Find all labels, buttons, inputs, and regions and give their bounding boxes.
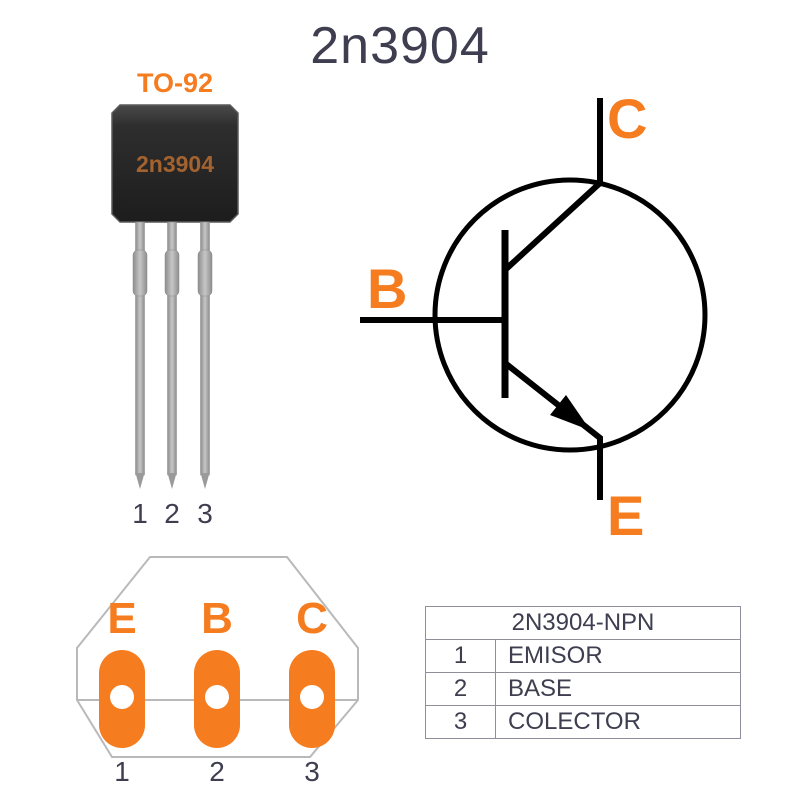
pad-letter-b: B (201, 594, 233, 643)
npn-symbol: C B E (360, 87, 708, 547)
part-marking: 2n3904 (136, 151, 214, 177)
table-header-row: 2N3904-NPN (425, 606, 741, 640)
pad-1 (99, 650, 145, 748)
bottom-pin-number-2: 2 (209, 756, 225, 787)
package-body (111, 104, 239, 223)
collector-label: C (607, 87, 647, 150)
pad-3 (289, 650, 335, 748)
pad-letter-e: E (107, 594, 136, 643)
emitter-label: E (607, 484, 644, 547)
table-row: 1 EMISOR (425, 639, 741, 673)
to92-bottom-view: E B C 1 2 3 (76, 556, 359, 787)
pin-name-cell: EMISOR (495, 639, 741, 673)
table-header: 2N3904-NPN (425, 606, 741, 640)
pin-number-cell: 3 (425, 705, 496, 739)
lead-1 (132, 221, 148, 489)
symbol-circle (432, 177, 708, 453)
front-pin-number-3: 3 (197, 498, 213, 529)
lead-2 (164, 221, 180, 489)
emitter-lead-line (503, 360, 603, 500)
pin-function-table: 2N3904-NPN 1 EMISOR 2 BASE 3 COLECTOR (425, 606, 741, 739)
pad-2 (194, 650, 240, 748)
lead-3 (197, 221, 213, 489)
table-row: 2 BASE (425, 672, 741, 706)
pin-number-cell: 2 (425, 672, 496, 706)
pin-number-cell: 1 (425, 639, 496, 673)
emitter-arrow-icon (550, 395, 591, 431)
to92-front-view: TO-92 2n3904 1 2 3 (111, 68, 239, 529)
base-label: B (367, 257, 407, 320)
table-row: 3 COLECTOR (425, 705, 741, 739)
front-pin-number-2: 2 (164, 498, 180, 529)
bottom-pin-number-1: 1 (114, 756, 130, 787)
bottom-pin-number-3: 3 (304, 756, 320, 787)
page-title: 2n3904 (310, 17, 490, 75)
front-pin-number-1: 1 (132, 498, 148, 529)
pin-name-cell: BASE (495, 672, 741, 706)
pad-letter-c: C (296, 594, 328, 643)
collector-lead-line (502, 98, 603, 273)
pin-name-cell: COLECTOR (495, 705, 741, 739)
package-type-label: TO-92 (137, 68, 213, 98)
